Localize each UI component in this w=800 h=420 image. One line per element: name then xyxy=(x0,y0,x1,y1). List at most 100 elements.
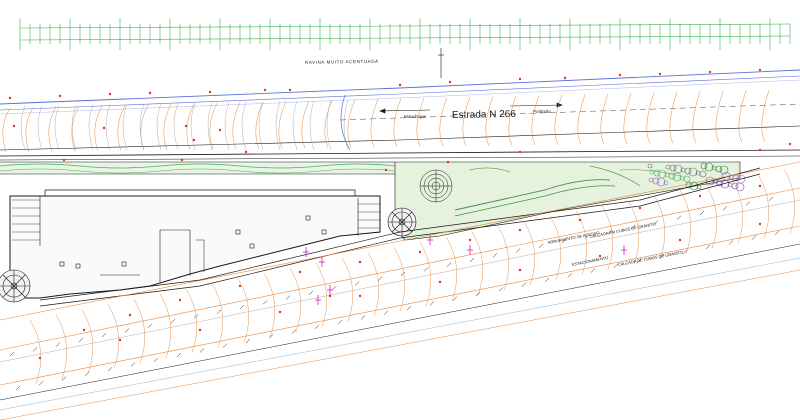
contour-line xyxy=(738,90,747,143)
contour-line xyxy=(416,98,425,147)
hatch-tick xyxy=(170,318,176,324)
contour-line xyxy=(159,293,171,359)
contour-line xyxy=(81,309,93,374)
contour-line xyxy=(301,100,310,149)
hatch-tick xyxy=(469,257,475,263)
contour-line xyxy=(419,241,431,307)
contour-line xyxy=(139,103,145,151)
spot-height xyxy=(518,268,522,272)
hatch-tick xyxy=(84,371,90,377)
hatch-tick xyxy=(475,291,481,297)
slope-hatching xyxy=(9,196,780,391)
spot-height xyxy=(448,80,452,84)
hedge-strip xyxy=(0,161,396,175)
plant-symbol xyxy=(665,164,671,170)
spot-height xyxy=(218,128,222,132)
contour-line xyxy=(173,103,179,151)
hatch-tick xyxy=(722,206,728,211)
hatch-tick xyxy=(521,282,527,287)
hatch-tick xyxy=(630,224,636,230)
contour-line xyxy=(485,96,494,146)
hatch-tick xyxy=(676,215,682,220)
spot-height xyxy=(244,150,248,154)
hatch-tick xyxy=(130,362,136,367)
plant-symbol xyxy=(696,184,702,190)
hatch-tick xyxy=(337,320,343,325)
plant-symbol xyxy=(736,174,746,184)
spot-height xyxy=(398,83,402,87)
grid-ruler xyxy=(19,18,791,50)
contour-line xyxy=(190,102,196,151)
hatch-tick xyxy=(216,309,222,314)
hatch-tick xyxy=(38,381,44,386)
hatch-tick xyxy=(107,367,113,372)
survey-markers xyxy=(303,235,627,305)
hatch-tick xyxy=(613,263,619,268)
north-marker xyxy=(438,48,444,78)
road-curve xyxy=(340,94,351,151)
spot-height xyxy=(102,126,106,130)
contour-line xyxy=(393,98,402,147)
hatch-tick xyxy=(61,376,67,381)
hatch-tick xyxy=(768,196,774,202)
contour-line xyxy=(54,105,60,151)
contour-lines-lower xyxy=(29,169,795,385)
plant-symbol xyxy=(685,181,693,189)
contour-line xyxy=(211,283,223,348)
contour-line xyxy=(646,92,655,144)
contour-line xyxy=(20,105,26,151)
hatch-tick xyxy=(245,338,251,344)
hatch-tick xyxy=(262,300,268,305)
hatch-tick xyxy=(538,243,544,249)
hatch-tick xyxy=(176,352,182,358)
contour-line xyxy=(692,91,701,144)
spot-height xyxy=(518,77,522,81)
plant-symbol xyxy=(695,170,701,176)
hatch-tick xyxy=(751,235,757,240)
hatch-tick xyxy=(239,304,245,310)
grid-baseline xyxy=(19,23,791,29)
contour-line xyxy=(315,262,327,327)
spot-height xyxy=(192,138,196,142)
spiral-stair-right xyxy=(387,207,417,237)
hatch-tick xyxy=(429,301,435,306)
contour-line xyxy=(232,102,241,150)
plant-symbol xyxy=(705,176,715,186)
contour-line xyxy=(163,104,172,150)
spot-height xyxy=(446,160,450,164)
contour-line xyxy=(600,93,609,145)
spot-height xyxy=(758,68,762,72)
contour-line xyxy=(439,97,448,147)
contour-line xyxy=(577,94,586,145)
spot-height xyxy=(288,88,292,92)
retaining-wall xyxy=(39,167,761,307)
contour-line xyxy=(309,100,315,151)
spot-height xyxy=(198,328,202,332)
contour-line xyxy=(508,95,517,146)
building-outline xyxy=(9,189,381,299)
contour-line xyxy=(224,102,230,151)
hatch-tick xyxy=(222,343,228,348)
hatch-tick xyxy=(193,314,199,319)
contour-line xyxy=(393,247,405,312)
spot-height xyxy=(82,328,86,332)
contour-line xyxy=(370,99,379,148)
spot-height xyxy=(758,148,762,152)
contour-line xyxy=(715,90,724,143)
contour-line xyxy=(531,95,540,146)
hatch-tick xyxy=(544,277,550,283)
plant-symbol xyxy=(679,175,685,181)
contour-line xyxy=(731,179,743,244)
grid-baseline xyxy=(19,35,791,41)
contour-line xyxy=(289,267,301,333)
spot-height xyxy=(178,298,182,302)
contour-line xyxy=(156,103,162,151)
contour-line xyxy=(122,104,128,151)
hatch-tick xyxy=(728,240,734,245)
contour-line xyxy=(367,252,379,317)
spot-height xyxy=(118,338,122,342)
contour-line xyxy=(669,91,678,144)
contour-lines-upper-grey xyxy=(20,100,349,151)
plant-symbol xyxy=(663,180,669,186)
